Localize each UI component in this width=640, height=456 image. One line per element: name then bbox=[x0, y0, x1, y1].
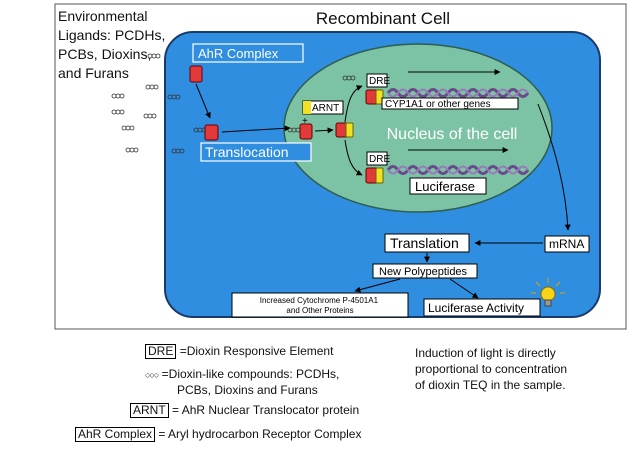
ahr-arnt-yellow bbox=[345, 122, 354, 138]
polypeptides-box bbox=[372, 263, 478, 279]
arnt-yellow bbox=[303, 101, 311, 114]
arrow-to-luciferase-activity bbox=[449, 278, 479, 299]
luciferase-activity-label: Luciferase Activity bbox=[428, 301, 524, 315]
legend-ahr-def: = Aryl hydrocarbon Receptor Complex bbox=[158, 427, 362, 441]
cell-title: Recombinant Cell bbox=[316, 9, 450, 28]
dre-box-upper bbox=[366, 73, 388, 88]
arrow-translocation bbox=[221, 125, 291, 133]
translocation-label: Translocation bbox=[205, 144, 289, 160]
legend-ccc: ○○○ =Dioxin-like compounds: PCDHs, PCBs,… bbox=[145, 367, 339, 398]
legend-ccc-key: ○○○ bbox=[145, 370, 159, 380]
luciferase-activity-box bbox=[423, 298, 541, 317]
luciferase-gene-box bbox=[409, 177, 487, 195]
nucleus-label: Nucleus of the cell bbox=[387, 126, 518, 143]
ligands-label: Environmental Ligands: PCDHs, PCBs, Diox… bbox=[58, 8, 169, 81]
note-line-1: Induction of light is directly bbox=[415, 346, 556, 360]
cytochrome-label: Increased Cytochrome P-4501A1 and Other … bbox=[260, 296, 381, 315]
legend-ahr-key: AhR Complex bbox=[75, 427, 156, 442]
legend-ccc-def-2: PCBs, Dioxins and Furans bbox=[177, 383, 318, 397]
dioxin-molecules bbox=[111, 53, 356, 154]
dna-upper-b bbox=[387, 88, 529, 98]
legend-note: Induction of light is directly proportio… bbox=[415, 345, 567, 393]
dna-lower-b bbox=[387, 165, 529, 175]
translation-label: Translation bbox=[390, 235, 459, 251]
dre-label-upper: DRE bbox=[369, 76, 390, 87]
arnt-label: ARNT bbox=[312, 103, 339, 114]
arrow-to-cytochrome bbox=[354, 278, 401, 293]
ahr-protein bbox=[189, 65, 203, 83]
polypeptides-label: New Polypeptides bbox=[379, 266, 468, 278]
legend-dre-key: DRE bbox=[145, 344, 177, 359]
legend-dre-def: =Dioxin Responsive Element bbox=[179, 344, 334, 358]
dre-label-lower: DRE bbox=[369, 154, 390, 165]
note-line-3: of dioxin TEQ in the sample. bbox=[415, 378, 566, 392]
mrna-box bbox=[544, 235, 590, 253]
ahr-protein-bound bbox=[204, 124, 219, 141]
arrow-to-dre-lower bbox=[344, 139, 363, 176]
cytochrome-box bbox=[231, 292, 409, 318]
cyp-label: CYP1A1 or other genes bbox=[385, 99, 491, 110]
dre-box-lower bbox=[366, 151, 388, 166]
luciferase-gene-label: Luciferase bbox=[415, 179, 475, 194]
plus-sign: + bbox=[302, 116, 308, 127]
ahr-complex-label: AhR Complex bbox=[198, 46, 279, 61]
mrna-label: mRNA bbox=[549, 237, 584, 251]
ahr-complex-box bbox=[192, 43, 304, 63]
lightbulb-icon bbox=[531, 278, 565, 307]
translation-box bbox=[384, 233, 470, 253]
arrow-binding bbox=[195, 83, 211, 119]
legend-dre: DRE =Dioxin Responsive Element bbox=[145, 344, 333, 359]
figure-frame bbox=[54, 3, 627, 330]
cyp-box bbox=[381, 97, 519, 110]
legend-arnt-key: ARNT bbox=[130, 403, 169, 418]
dre-yellow-upper bbox=[375, 89, 384, 105]
arrow-to-mrna bbox=[537, 103, 571, 231]
arrow-to-dre-upper bbox=[344, 85, 363, 123]
legend-ahr: AhR Complex = Aryl hydrocarbon Receptor … bbox=[75, 427, 361, 442]
legend-arnt-def: = AhR Nuclear Translocator protein bbox=[172, 403, 360, 417]
legend-ccc-def-1: =Dioxin-like compounds: PCDHs, bbox=[161, 367, 340, 381]
ahr-protein-nucleus bbox=[299, 123, 313, 140]
note-line-2: proportional to concentration bbox=[415, 362, 568, 376]
translocation-box bbox=[200, 142, 312, 162]
legend-arnt: ARNT = AhR Nuclear Translocator protein bbox=[130, 403, 359, 418]
arrow-arnt bbox=[314, 127, 334, 134]
dre-yellow-lower bbox=[375, 167, 384, 184]
